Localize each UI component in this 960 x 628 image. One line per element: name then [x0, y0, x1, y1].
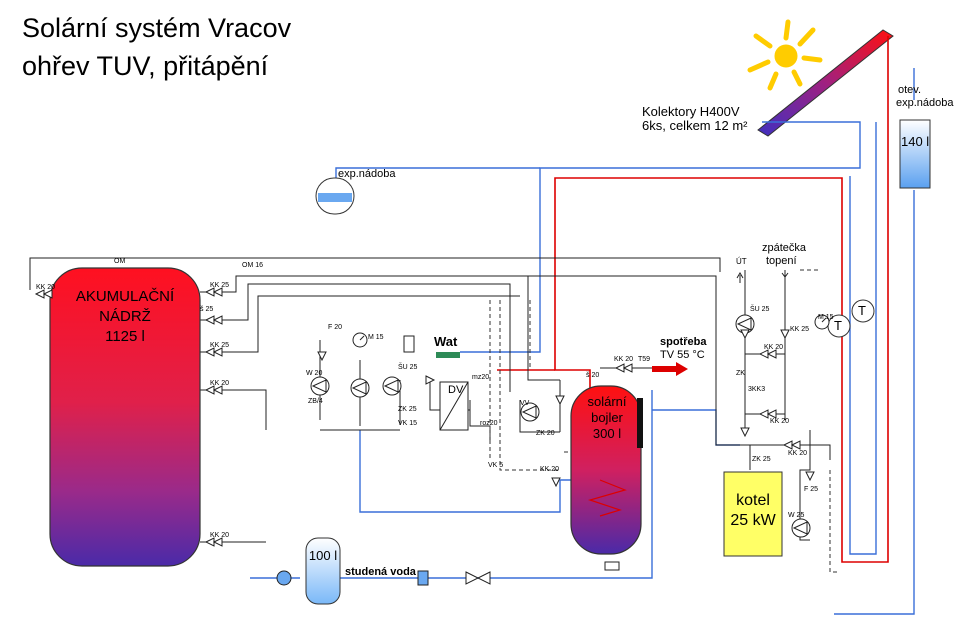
om16-label: OM 16	[242, 262, 264, 269]
thermometer-label-2: T	[834, 318, 842, 333]
consumption-arrow	[652, 362, 688, 376]
open-expansion-volume: 140 l	[901, 134, 930, 149]
cold-water-inlet-icon	[276, 570, 292, 586]
vv-label: VV	[520, 400, 530, 407]
su25-label-2: ŠU 25	[750, 306, 770, 313]
thermometer-label: T	[858, 303, 866, 318]
boiler-heater	[637, 398, 643, 448]
roz20-label: roz20	[480, 420, 498, 427]
boiler-unit-label: kotel	[736, 492, 770, 509]
solar-boiler-label-2: bojler	[591, 410, 623, 425]
kk20-label-3: KK 20	[210, 532, 230, 539]
kk20-label-6: KK 20	[764, 344, 784, 351]
kk3-label: 3KK3	[748, 386, 766, 393]
diagram-title-line2: ohřev TUV, přitápění	[22, 51, 269, 81]
kk20-label-7: KK 20	[770, 418, 790, 425]
su25-label: ŠU 25	[398, 364, 418, 371]
diagram-title-line1: Solární systém Vracov	[22, 13, 292, 43]
zk25-label-2: ZK 25	[752, 456, 771, 463]
kk25-label: KK 25	[210, 282, 230, 289]
accumulation-tank	[49, 267, 201, 567]
open-expansion-label: otev.	[898, 84, 922, 96]
m15-label-2: M 15	[818, 314, 834, 321]
s25-label: š 25	[200, 306, 214, 313]
return-heating-label-2: topení	[766, 255, 797, 267]
thermometer-icon	[851, 299, 875, 323]
consumption-label: spotřeba	[660, 336, 707, 348]
collectors-area-label: 6ks, celkem 12 m²	[642, 118, 748, 133]
f20-label: F 20	[328, 324, 343, 331]
zk20-label: ZK 20	[536, 430, 555, 437]
kk20-label-8: KK 20	[788, 450, 808, 457]
water-meter-wat	[436, 352, 460, 358]
valve-icon	[34, 287, 815, 585]
zb-label: ZB/4	[308, 398, 323, 405]
pump-icon	[310, 314, 811, 538]
zk25-label: ZK 25	[398, 406, 417, 413]
manometer-icon	[352, 314, 830, 348]
solar-boiler-tank	[570, 385, 642, 555]
cold-water-tank	[305, 537, 341, 605]
kk20-label: KK 20	[36, 284, 56, 291]
return-heating-label: zpátečka	[762, 242, 807, 254]
cold-water-tank-volume: 100 l	[308, 548, 338, 563]
sun-icon	[747, 19, 823, 91]
ut-label: ÚT	[736, 257, 747, 266]
f25-label: F 25	[804, 486, 819, 493]
consumption-temp: TV 55 °C	[660, 349, 705, 361]
wat-label: Wat	[434, 334, 458, 349]
solar-boiler-volume: 300 l	[592, 426, 622, 441]
cold-water-label: studená voda	[345, 566, 416, 578]
return-arrow-icon	[781, 270, 789, 278]
vk5-label: VK 5	[488, 462, 504, 469]
vk15-label: VK 15	[398, 420, 418, 427]
expansion-vessel-label: exp.nádoba	[338, 168, 396, 180]
t59-label: T59	[638, 356, 651, 363]
solar-supply-pipe	[497, 36, 889, 563]
kk20-label-5: KK 20	[540, 466, 560, 473]
kk20-label-2: KK 20	[210, 380, 230, 387]
boiler-unit-power: 25 kW	[730, 512, 776, 529]
boiler-unit	[723, 471, 783, 557]
mz20-label: mz20	[472, 374, 490, 381]
open-expansion-tank	[899, 119, 931, 189]
boiler-drain	[604, 561, 620, 571]
solar-collector	[757, 29, 894, 137]
open-expansion-label-2: exp.nádoba	[896, 97, 954, 109]
om-label: OM	[114, 258, 126, 265]
accumulation-tank-volume: 1125 l	[105, 328, 145, 345]
ut-arrow-icon	[736, 272, 744, 283]
accumulation-tank-label: AKUMULAČNÍ	[75, 288, 175, 305]
bottle-icon	[403, 335, 415, 353]
s20-label: š 20	[586, 372, 600, 379]
accumulation-tank-label-2: NÁDRŽ	[99, 308, 151, 325]
kk25-label-3: KK 25	[790, 326, 810, 333]
solar-boiler-label: solární	[587, 394, 627, 409]
water-filter-icon	[417, 570, 429, 586]
w25-label: W 25	[788, 512, 805, 519]
m15-label: M 15	[368, 334, 384, 341]
boiler-coil	[587, 479, 627, 517]
kk25-label-2: KK 25	[210, 342, 230, 349]
collectors-label: Kolektory H400V	[642, 104, 740, 119]
kk20-label-4: KK 20	[614, 356, 634, 363]
expansion-vessel-water	[318, 193, 352, 202]
zk-label: ZK	[736, 370, 745, 377]
w20-label: W 20	[306, 370, 323, 377]
dv-label: DV	[448, 384, 464, 396]
